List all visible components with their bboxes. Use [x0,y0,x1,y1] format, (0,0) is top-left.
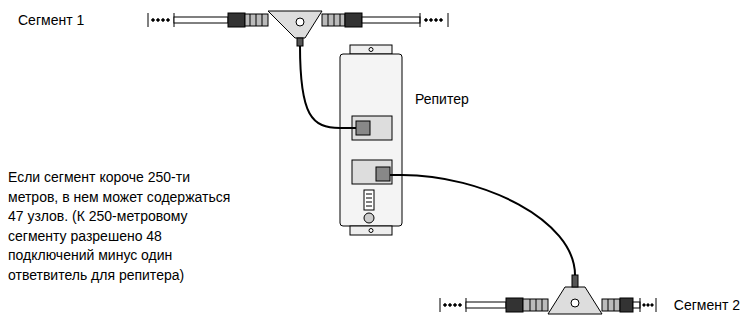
repeater-device-part [340,127,356,129]
coax-segment-part [548,287,602,314]
coax-segment-part [262,14,263,26]
repeater-device-part [369,229,373,233]
repeater-device-part [340,54,402,226]
coax-segment-part [440,298,441,312]
coax-segment-part [334,14,335,26]
coax-segment-part [162,19,165,22]
coax-segment-part [167,19,170,22]
coax-segment-part [448,13,449,27]
coax-cable [402,175,575,275]
coax-segment-part [250,14,251,26]
coax-segment-part [536,299,537,311]
repeater-device-part [366,202,372,203]
repeater-box: Репитер [340,45,402,235]
node-label: Сегмент 2 [674,296,740,314]
repeater-device-part [364,213,374,223]
repeater-device-part [352,116,392,140]
repeater-device-part [366,198,372,199]
repeater-device-part [366,194,372,195]
segment-label: Сегмент 1 [14,4,464,46]
coax-segment-part [268,11,322,38]
coax-segment-part [362,17,420,23]
coax-segment-part [430,19,433,22]
coax-segment-part [340,14,341,26]
coax-segment [148,11,448,46]
coax-segment-part [608,299,609,311]
coax-segment-part [454,304,457,307]
repeater-device-part [356,121,370,135]
coax-segment-part [643,304,645,306]
coax-segment [440,275,656,314]
coax-segment-part [640,298,641,312]
coax-segment-part [345,13,362,27]
repeater-device-part [350,45,392,54]
repeater-device-part [364,190,374,210]
coax-segment-part [256,14,257,26]
coax-segment-part [228,13,245,27]
coax-segment-part [620,298,633,312]
coax-segment-part [542,299,543,311]
coax-segment-part [152,19,155,22]
coax-segment-part [572,275,578,287]
segment-label: Сегмент 2 [438,275,746,320]
repeater-device-part [352,160,392,184]
coax-segment-part [523,299,548,311]
coax-segment-part [614,299,615,311]
coax-segment-part [647,304,649,306]
repeater-device-part [390,174,402,176]
coax-segment-part [466,302,506,308]
coax-segment-part [449,304,452,307]
coax-segment-part [530,299,531,311]
coax-segment-part [435,19,438,22]
coax-segment-part [656,298,657,312]
coax-segment-part [328,14,329,26]
repeater-device-part [350,226,392,235]
note-text: Если сегмент короче 250-ти метров, в нем… [8,168,240,285]
coax-segment-part [420,13,421,27]
coax-segment-part [157,19,160,22]
coax-segment-part [633,302,640,308]
coax-segment-part [296,18,304,26]
coax-segment-part [425,19,428,22]
coax-segment-part [297,38,303,46]
coax-segment-part [322,14,345,26]
repeater-device-part [366,206,372,207]
coax-cable [300,46,340,128]
node-label: Сегмент 1 [18,11,84,29]
coax-segment-part [651,304,653,306]
repeater-device-part [369,48,373,52]
coax-segment-part [174,17,228,23]
coax-segment-part [245,14,268,26]
node-label: Репитер [415,90,469,108]
coax-segment-part [506,298,523,312]
repeater-device [340,45,402,235]
repeater-device-part [376,167,390,181]
coax-segment-part [444,304,447,307]
coax-segment-part [148,13,149,27]
coax-segment-part [602,299,620,311]
coax-segment-part [571,299,579,307]
coax-segment-part [459,304,462,307]
coax-segment-part [440,19,443,22]
